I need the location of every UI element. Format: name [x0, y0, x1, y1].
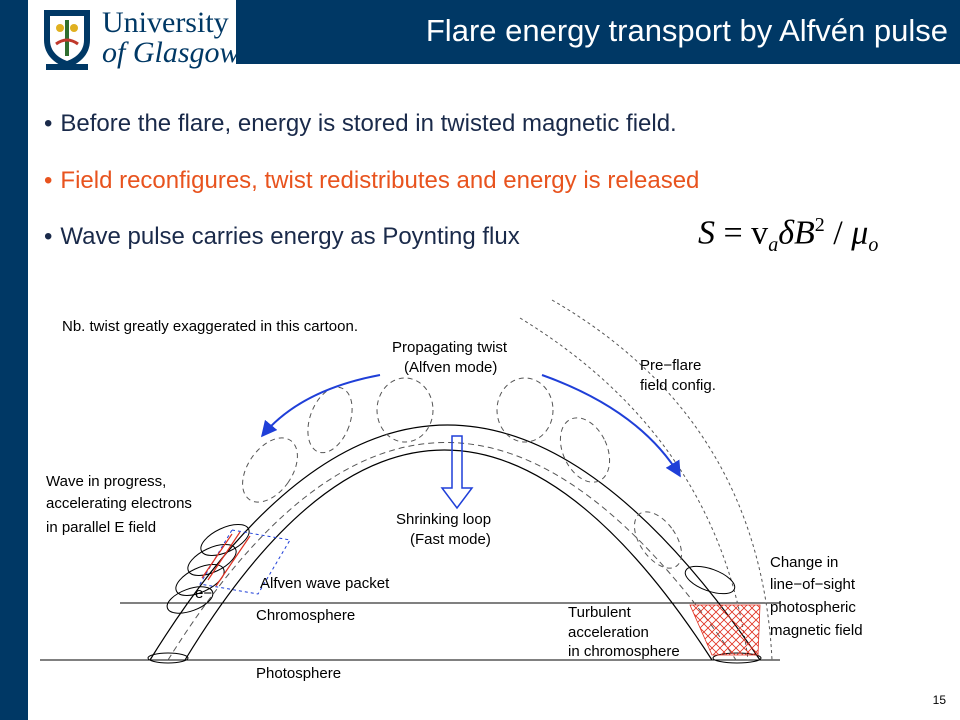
label-alfven-wave-packet: Alfven wave packet	[260, 575, 390, 592]
label-propagating-twist: Propagating twist	[392, 339, 508, 356]
label-photospheric: photospheric	[770, 599, 856, 616]
bullet-text: Field reconfigures, twist redistributes …	[60, 167, 700, 194]
label-photosphere: Photosphere	[256, 665, 341, 682]
twist-ellipse	[633, 511, 683, 569]
label-chromosphere: Chromosphere	[256, 607, 355, 624]
label-change-in: Change in	[770, 554, 838, 571]
slide-title: Flare energy transport by Alfvén pulse	[425, 13, 948, 48]
twist-ellipse	[307, 386, 353, 454]
university-crest-icon	[44, 10, 90, 70]
title-bar: Flare energy transport by Alfvén pulse	[236, 0, 960, 64]
twist-ellipse	[166, 586, 214, 614]
label-acceleration: acceleration	[568, 624, 649, 641]
twist-ellipse	[496, 377, 554, 443]
label-electron: e−	[195, 585, 212, 602]
label-parallel-field: in parallel E field	[46, 519, 156, 536]
logo-text-glasgow: of Glasgow	[102, 36, 240, 69]
bullet-poynting-flux: •Wave pulse carries energy as Poynting f…	[44, 223, 520, 250]
label-wave-progress: Wave in progress,	[46, 473, 166, 490]
label-fast-mode: (Fast mode)	[410, 531, 491, 548]
page-number: 15	[932, 693, 946, 707]
shrinking-arrow-icon	[440, 435, 474, 510]
loop-inner	[184, 449, 713, 661]
exaggeration-note: Nb. twist greatly exaggerated in this ca…	[62, 318, 358, 335]
electron-path	[215, 535, 251, 587]
twist-ellipse	[175, 564, 225, 596]
left-footpoint	[147, 652, 189, 664]
propagating-arrow-right	[541, 374, 681, 478]
electron-path	[201, 533, 233, 579]
logo-text-university: University	[102, 6, 229, 39]
twist-ellipse	[684, 565, 736, 595]
label-shrinking-loop: Shrinking loop	[396, 511, 491, 528]
wave-packet-box	[199, 529, 291, 595]
twist-ellipse	[242, 437, 298, 503]
label-turbulent: Turbulent	[568, 604, 632, 621]
label-preflare: Pre−flare	[640, 357, 701, 374]
loop-shrinking-dashed	[167, 442, 737, 661]
label-in-chromosphere: in chromosphere	[568, 643, 680, 660]
poynting-formula: S = vaδB2 / μo	[698, 214, 879, 257]
turbulent-hatch-region	[689, 604, 761, 656]
bullet-text: Wave pulse carries energy as Poynting fl…	[60, 223, 520, 250]
left-brand-bar	[0, 0, 28, 720]
university-logo: University of Glasgow	[32, 2, 240, 74]
label-magnetic-field: magnetic field	[770, 622, 863, 639]
bullet-field-reconfigures: •Field reconfigures, twist redistributes…	[44, 167, 700, 194]
label-line-of-sight: line−of−sight	[770, 576, 856, 593]
twist-ellipse	[559, 417, 611, 483]
twist-ellipse	[200, 524, 250, 556]
bullet-text: Before the flare, energy is stored in tw…	[60, 110, 677, 137]
twist-ellipse	[187, 544, 237, 576]
loop-outer	[149, 424, 761, 661]
electron-path	[207, 531, 241, 581]
preflare-field-line-outer	[551, 299, 773, 661]
label-accelerating-electrons: accelerating electrons	[46, 495, 192, 512]
bullet-energy-stored: •Before the flare, energy is stored in t…	[44, 110, 677, 137]
label-alfven-mode: (Alfven mode)	[404, 359, 497, 376]
label-field-config: field config.	[640, 377, 716, 394]
propagating-arrow-left	[260, 374, 381, 438]
twist-ellipse	[376, 377, 434, 443]
